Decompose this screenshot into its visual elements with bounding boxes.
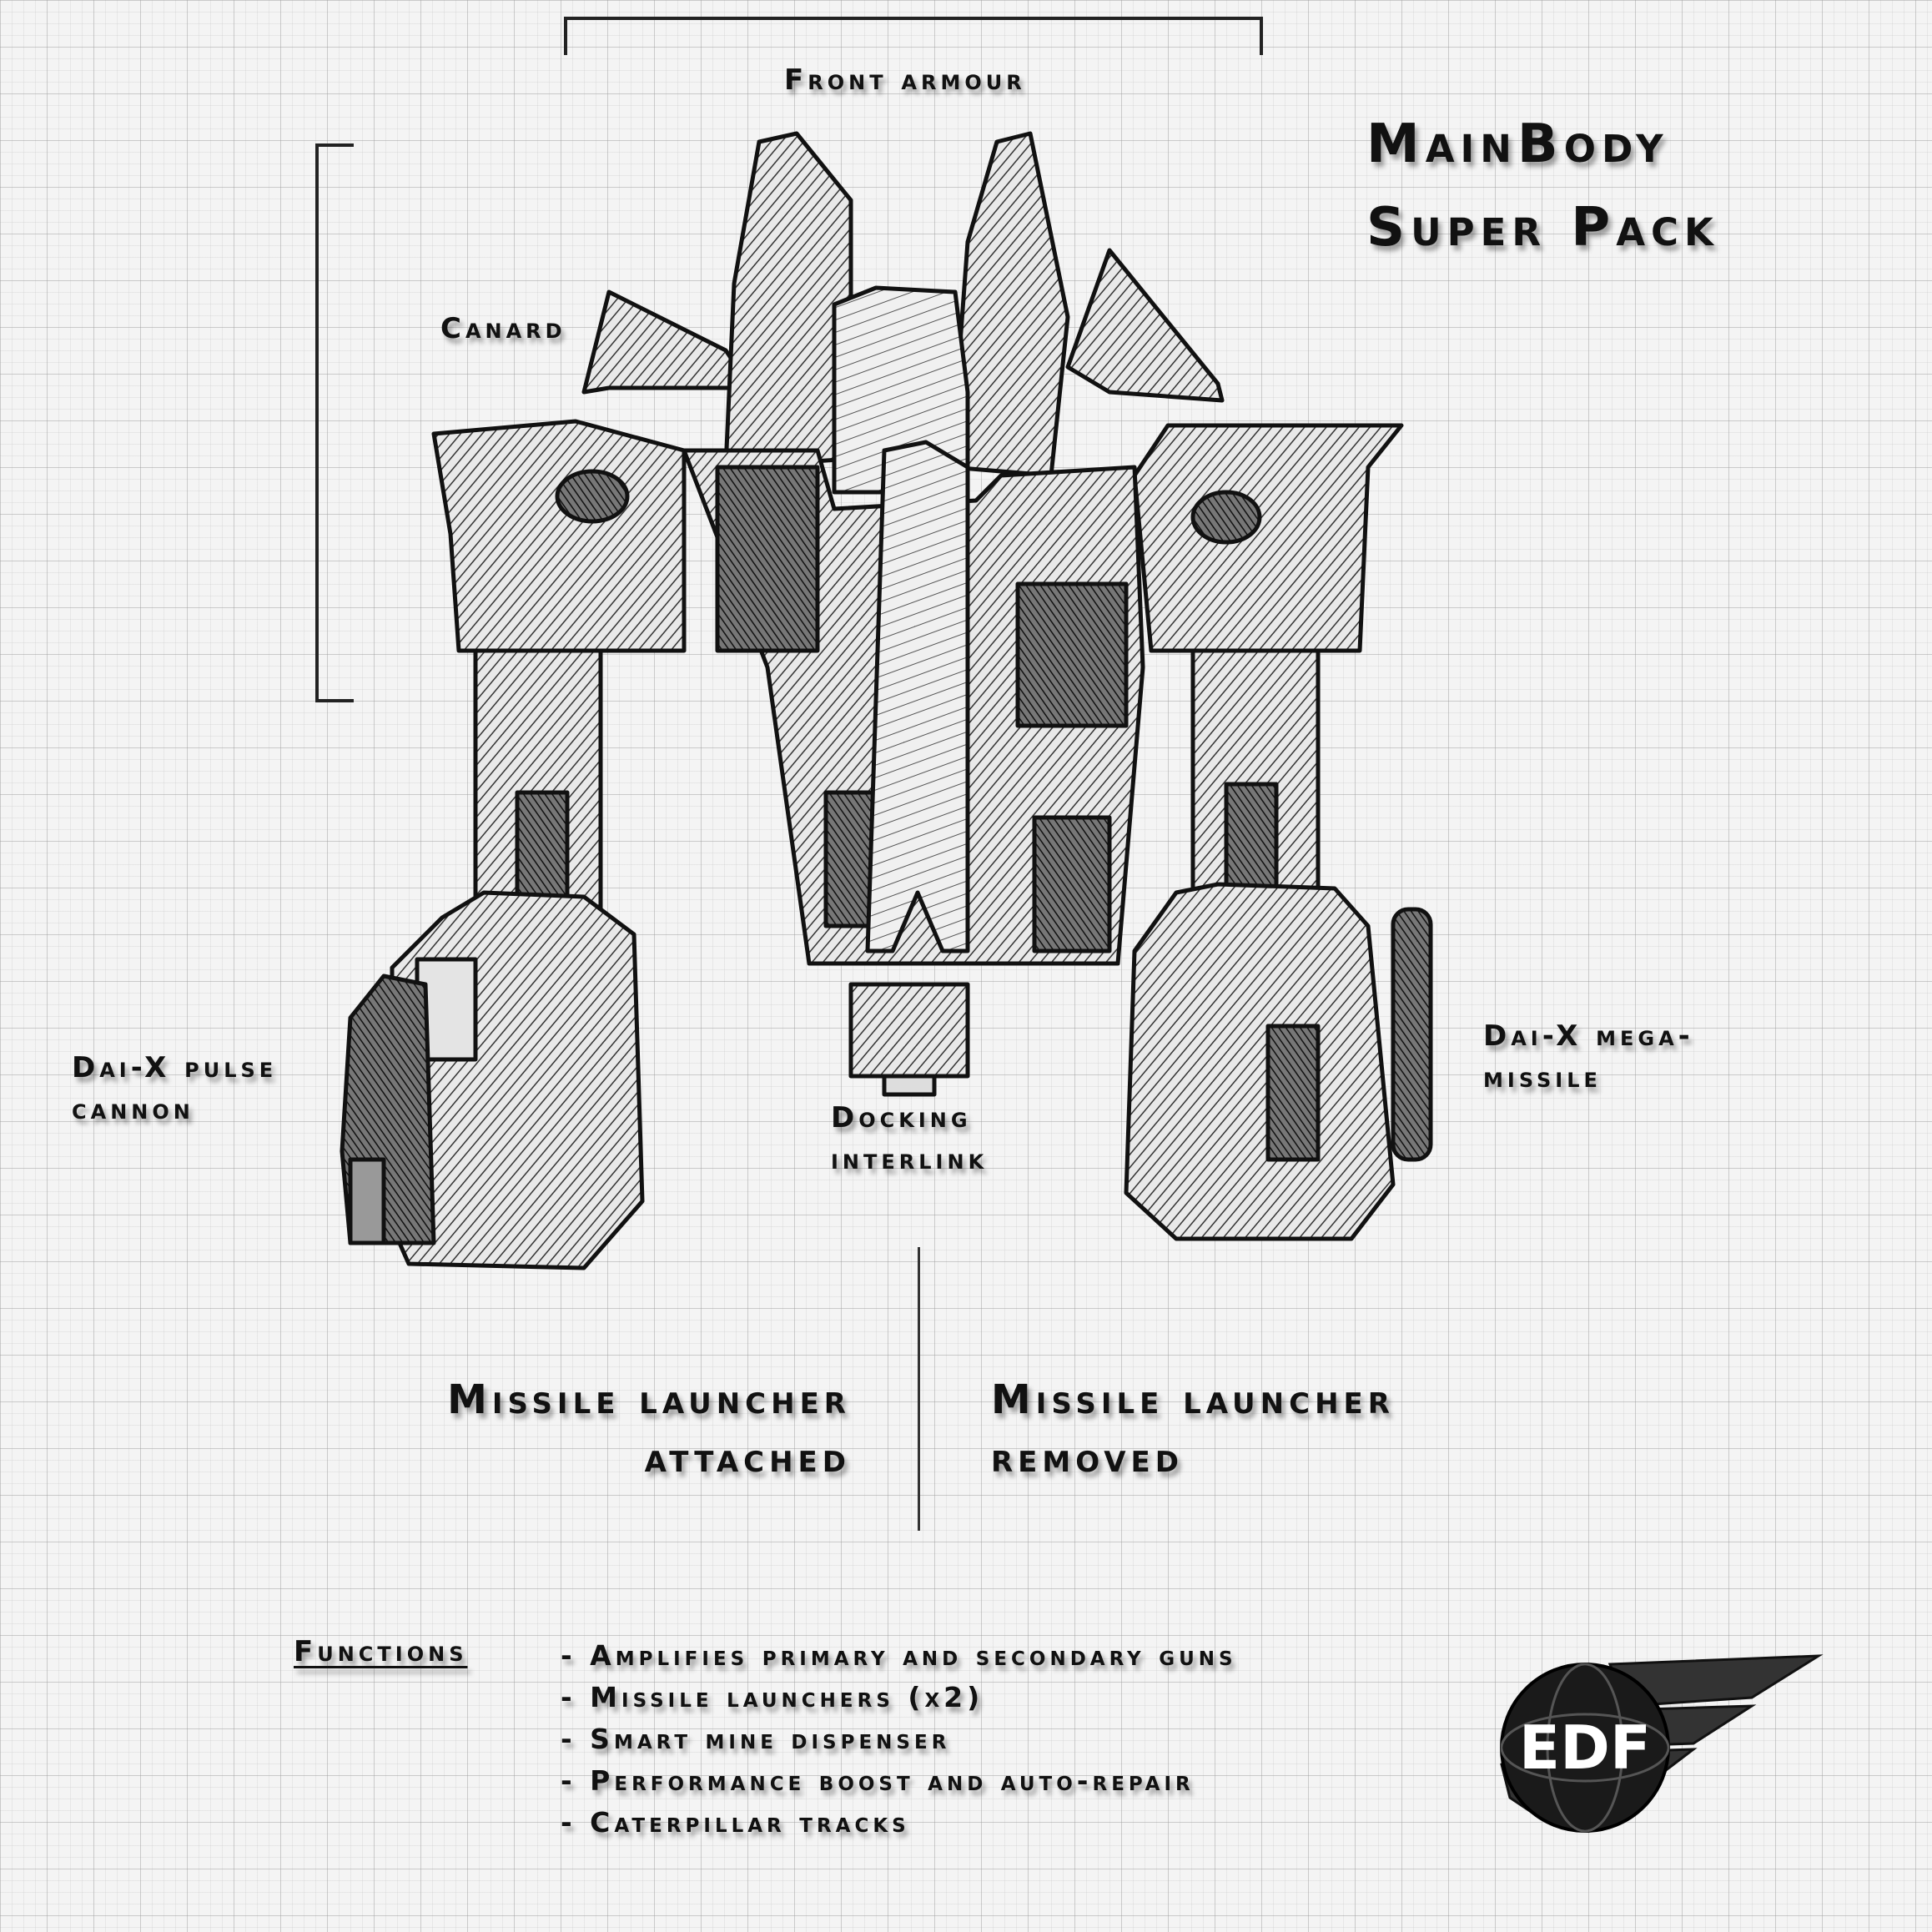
front-armour-bracket bbox=[564, 17, 1263, 55]
left-leg-joint bbox=[515, 790, 570, 903]
launcher-attached-line2: attached bbox=[644, 1435, 851, 1482]
function-item: - Performance boost and auto-repair bbox=[561, 1764, 1195, 1797]
right-pod-panel bbox=[1265, 1024, 1321, 1162]
docking-label-line1: Docking bbox=[831, 1101, 972, 1135]
launcher-removed-line2: removed bbox=[991, 1435, 1184, 1482]
center-spine bbox=[865, 440, 970, 953]
launcher-attached-line1: Missile launcher bbox=[447, 1376, 851, 1423]
docking-interlink bbox=[848, 982, 970, 1079]
center-nose bbox=[832, 285, 970, 495]
edf-logo: EDF bbox=[1500, 1654, 1824, 1833]
canard-label: Canard bbox=[440, 312, 566, 345]
mega-missile-label-line2: missile bbox=[1483, 1061, 1602, 1094]
function-item: - Smart mine dispenser bbox=[561, 1723, 951, 1755]
torso-panel-right bbox=[1032, 815, 1112, 953]
function-item: - Amplifies primary and secondary guns bbox=[561, 1639, 1237, 1672]
canard-bracket bbox=[315, 143, 354, 702]
right-track-pod bbox=[1124, 882, 1396, 1241]
pulse-cannon-label-line2: cannon bbox=[72, 1093, 194, 1126]
left-canard bbox=[581, 289, 753, 395]
mech-sketch bbox=[340, 131, 1433, 1270]
right-shoulder bbox=[1132, 423, 1404, 653]
logo-text: EDF bbox=[1519, 1713, 1651, 1783]
page-title-line1: MainBody bbox=[1366, 113, 1669, 175]
docking-pin bbox=[882, 1074, 937, 1097]
function-item: - Caterpillar tracks bbox=[561, 1806, 910, 1839]
functions-heading: Functions bbox=[294, 1635, 468, 1668]
mega-missile-label-line1: Dai-X mega- bbox=[1483, 1019, 1694, 1053]
function-item: - Missile launchers (x2) bbox=[561, 1681, 984, 1713]
left-shoulder bbox=[431, 419, 687, 653]
right-canard bbox=[1065, 248, 1225, 403]
docking-label-line2: interlink bbox=[831, 1143, 989, 1176]
front-armour-label: Front armour bbox=[784, 63, 1026, 97]
right-shoulder-port bbox=[1190, 490, 1262, 545]
pulse-cannon-barrel bbox=[348, 1157, 386, 1245]
right-vent bbox=[1015, 581, 1129, 728]
left-vent bbox=[715, 465, 820, 653]
left-shoulder-port bbox=[555, 469, 630, 524]
mega-missile bbox=[1391, 907, 1433, 1162]
launcher-removed-line1: Missile launcher bbox=[991, 1376, 1395, 1423]
page-title-line2: Super Pack bbox=[1366, 197, 1719, 259]
pulse-cannon-label-line1: Dai-X pulse bbox=[72, 1051, 278, 1084]
functions-list: - Amplifies primary and secondary guns -… bbox=[561, 1635, 1237, 1844]
caption-divider bbox=[918, 1247, 920, 1531]
